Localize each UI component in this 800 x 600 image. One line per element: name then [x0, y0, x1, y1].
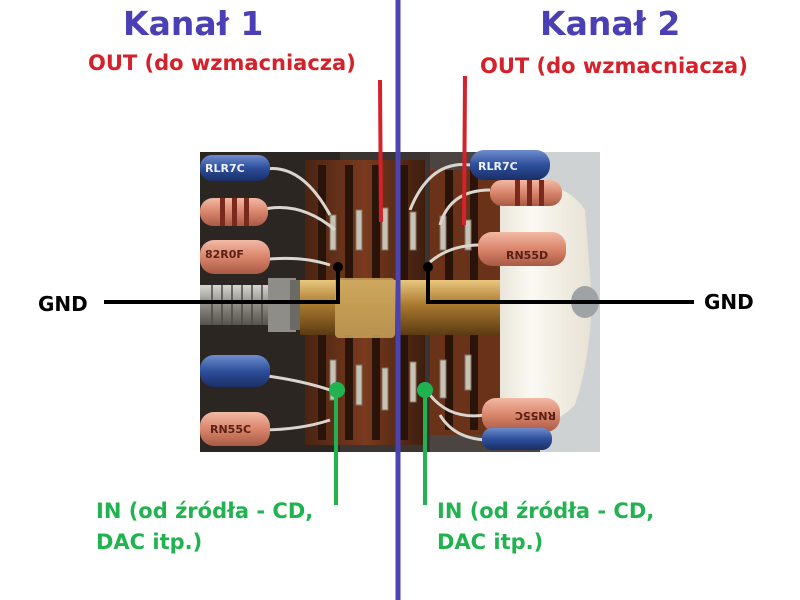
resistor-marking: RN55C	[515, 409, 556, 422]
in-point-ch2	[417, 382, 433, 398]
out-leader-line-ch1	[378, 79, 383, 223]
channel-1-in-label: IN (od źródła - CD, DAC itp.)	[96, 496, 313, 558]
channel-2-gnd-label: GND	[704, 290, 754, 314]
channel-1-out-label: OUT (do wzmacniacza)	[88, 51, 356, 75]
out-leader-line-ch2	[462, 75, 467, 226]
channel-1-in-label-line2: DAC itp.)	[96, 530, 203, 554]
channel-1-gnd-label: GND	[38, 292, 88, 316]
channel-2-out-label: OUT (do wzmacniacza)	[480, 54, 748, 78]
channel-1-in-label-line1: IN (od źródła - CD,	[96, 499, 314, 523]
gnd-leader-line-ch2	[426, 268, 694, 304]
resistor-marking: 82R0F	[205, 248, 244, 261]
gnd-leader-line-ch1	[104, 268, 340, 304]
resistor-marking: RLR7C	[478, 160, 518, 173]
resistor-marking: RN55D	[506, 249, 548, 262]
channel-2-in-label-line2: DAC itp.)	[437, 530, 544, 554]
resistors-right	[470, 150, 566, 450]
channel-1-title: Kanał 1	[123, 4, 264, 43]
resistors-left	[200, 155, 270, 446]
channel-2-title: Kanał 2	[540, 4, 681, 43]
gnd-point-ch2	[423, 262, 433, 272]
contact-lugs	[329, 207, 472, 411]
in-point-ch1	[329, 382, 345, 398]
resistor-marking: RN55C	[210, 423, 251, 436]
gnd-point-ch1	[333, 262, 343, 272]
channel-2-in-label-line1: IN (od źródła - CD,	[437, 499, 655, 523]
channel-2-in-label: IN (od źródła - CD, DAC itp.)	[437, 496, 654, 558]
resistor-marking: RLR7C	[205, 162, 245, 175]
